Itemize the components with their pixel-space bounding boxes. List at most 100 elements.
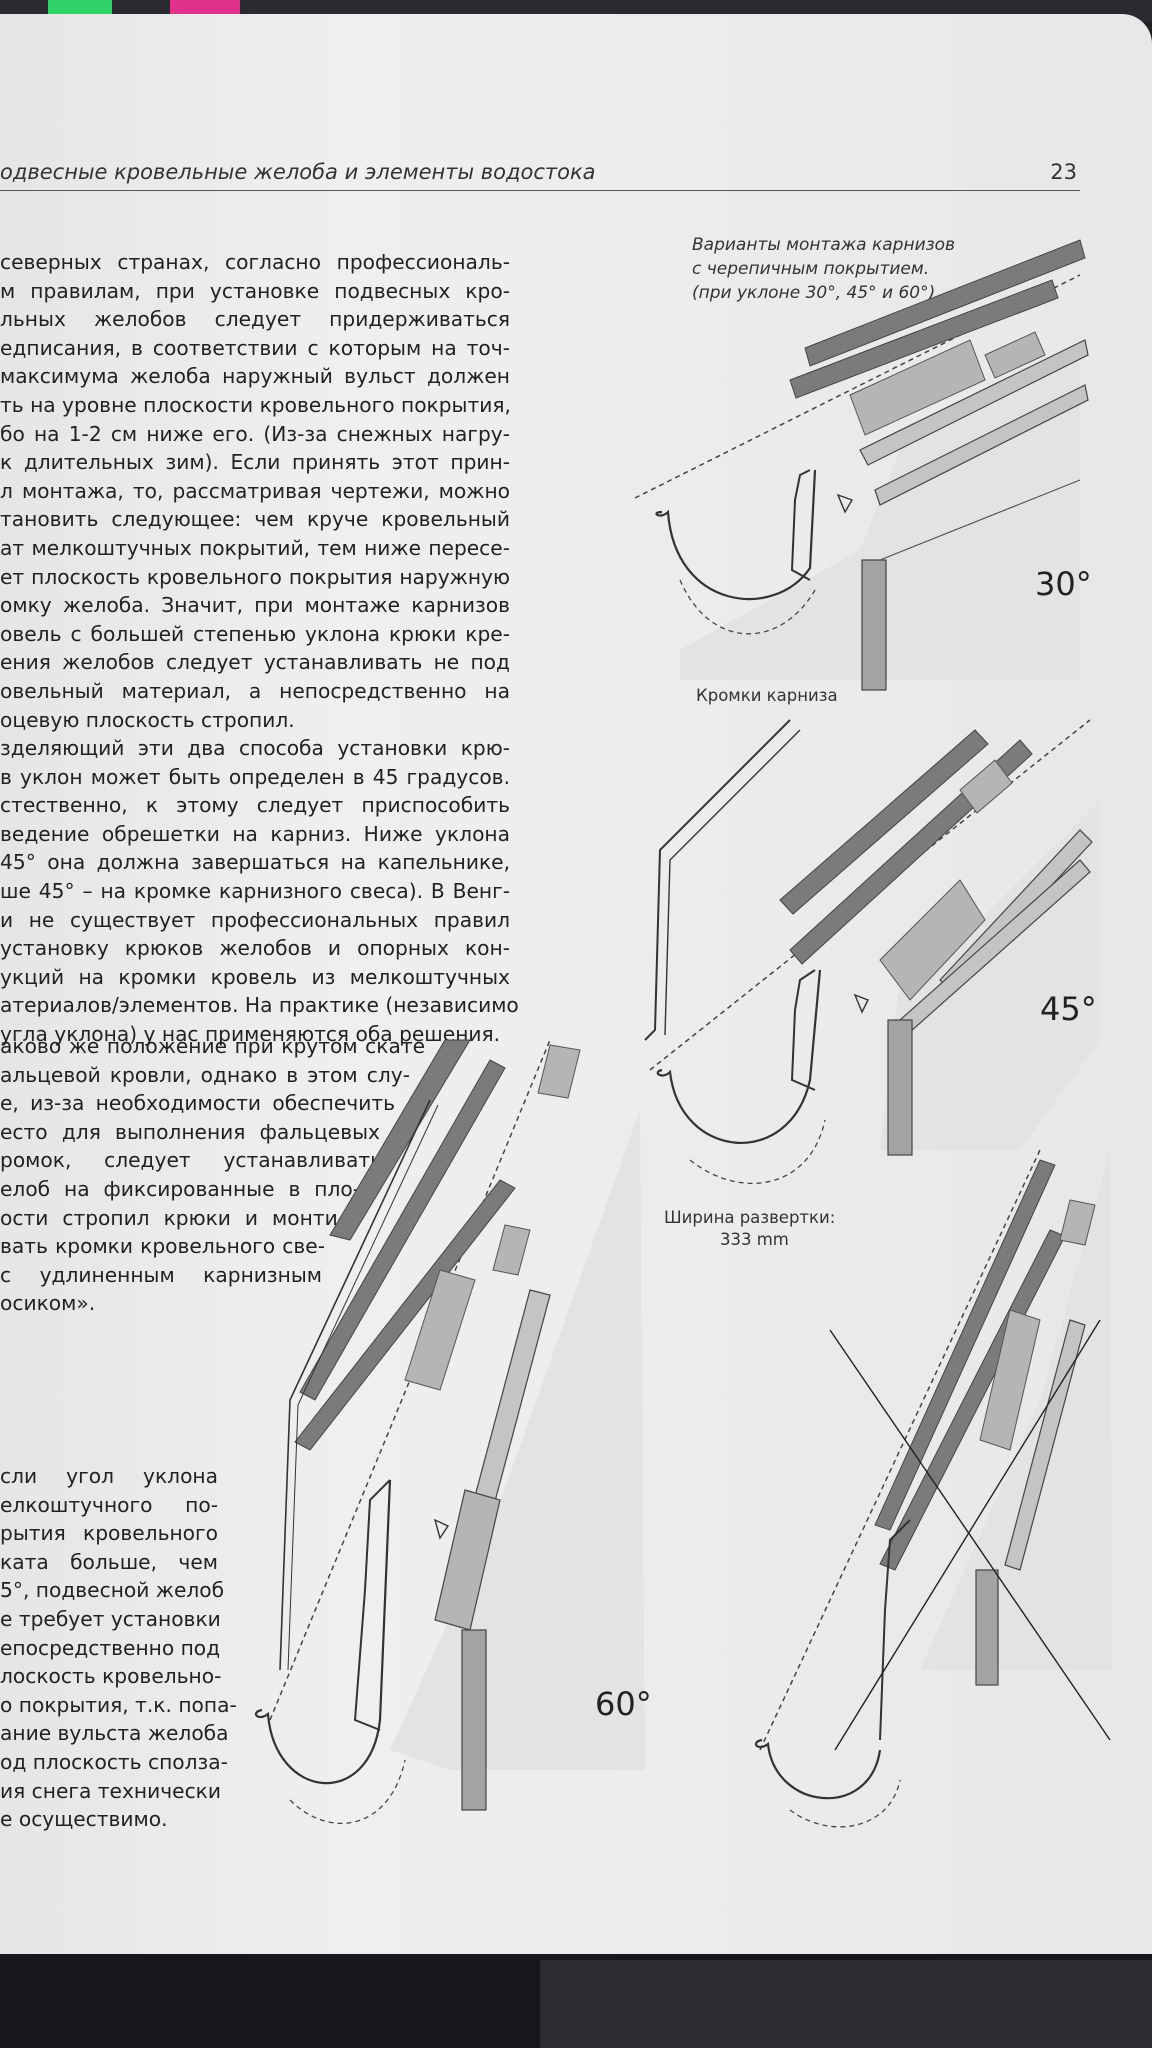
text-line: максимума желоба наружный вульст должен: [0, 364, 510, 389]
text-line: ет плоскость кровельного покрытия наружн…: [0, 564, 510, 589]
tile-dark: [294, 1179, 516, 1451]
tile-light: [492, 1224, 531, 1276]
gutter-hook: [790, 969, 816, 1091]
text-line: ката больше, чем: [0, 1549, 218, 1574]
tile-dark: [789, 279, 1059, 399]
text-line: епосредственно под: [0, 1635, 221, 1660]
body-text-block-1: северных странах, согласно профессиональ…: [0, 248, 519, 1049]
text-line: стественно, к этому следует приспособить: [0, 793, 510, 818]
text-line: установку крюков желобов и опорных кон-: [0, 936, 510, 961]
running-header: одвесные кровельные желоба и элементы во…: [0, 160, 596, 184]
tile-light: [879, 879, 986, 1001]
arrow-marker: [433, 1518, 450, 1540]
gutter-profile-dashed: [689, 1119, 826, 1185]
fascia-board: [887, 1019, 913, 1156]
text-line: ть на уровне плоскости кровельного покры…: [0, 392, 511, 417]
eaves-edge-line: [664, 729, 801, 1036]
text-line: угла уклона) у нас применяются оба решен…: [0, 1022, 501, 1047]
text-line: елкоштучного по-: [0, 1492, 218, 1517]
batten-strip: [874, 384, 1089, 506]
gutter-profile: [656, 969, 822, 1144]
text-line: ведение обрешетки на карниз. Ниже уклона: [0, 821, 510, 846]
text-line: вать кромки кровельного све-: [0, 1234, 325, 1259]
text-line: аково же положение при крутом скате: [0, 1034, 425, 1058]
tile-light: [959, 759, 1013, 814]
tile-light: [849, 339, 986, 436]
text-line: в уклон может быть определен в 45 градус…: [0, 764, 510, 789]
eaves-extension: [287, 1104, 439, 1671]
text-line: осиком».: [0, 1291, 96, 1316]
roof-underlay: [390, 1110, 645, 1770]
roof-plane-dashed: [759, 1149, 1041, 1751]
text-line: оцевую плоскость стропил.: [0, 707, 295, 732]
gutter-hook: [879, 1519, 911, 1741]
text-line: е, из-за необходимости обеспечить: [0, 1091, 395, 1116]
arrow-marker: [853, 993, 869, 1014]
text-line: лоскость кровельно-: [0, 1664, 222, 1689]
fascia-board: [461, 1629, 487, 1811]
text-line: к длительных зим). Если принять этот при…: [0, 450, 510, 475]
header-rule: [0, 190, 1080, 191]
angle-label-45: 45°: [1040, 990, 1097, 1028]
fascia-board: [975, 1569, 999, 1686]
diagram-30-degrees: [634, 239, 1089, 691]
tile-dark: [329, 1039, 471, 1241]
text-line: л монтажа, то, рассматривая чертежи, мож…: [0, 478, 510, 503]
cross-line: [829, 1329, 1111, 1741]
gutter-profile: [754, 1738, 882, 1800]
text-line: овель с большей степенью уклона крюки кр…: [0, 621, 510, 646]
text-line: бо на 1-2 см ниже его. (Из-за снежных на…: [0, 421, 510, 446]
caption-line: (при уклоне 30°, 45° и 60°).: [692, 283, 941, 303]
gutter-profile-dashed: [289, 1759, 406, 1824]
page-number: 23: [1050, 160, 1077, 184]
diagram-60-degrees: [254, 1039, 645, 1824]
eaves-edges-label: Кромки карниза: [696, 686, 838, 705]
diagram-45-degrees: [649, 719, 1100, 1185]
text-line: е осуществимо.: [0, 1807, 168, 1832]
tile-light: [1059, 1199, 1096, 1246]
text-line: ание вульста желоба: [0, 1721, 229, 1746]
eaves-edge-strip: [644, 719, 801, 1041]
text-line: е требует установки: [0, 1606, 221, 1631]
drip-flashing: [859, 339, 1089, 466]
text-line: есто для выполнения фальцевых: [0, 1119, 380, 1144]
tile-dark: [779, 729, 989, 915]
text-line: елоб на фиксированные в пло-: [0, 1176, 360, 1201]
tile-light: [404, 1269, 476, 1391]
text-line: едписания, в соответствии с которым на т…: [0, 335, 510, 360]
angle-label-30: 30°: [1035, 565, 1092, 603]
body-text-block-2: аково же положение при крутом скате альце…: [0, 1032, 512, 1318]
background-bottom-right: [540, 1960, 1152, 2048]
cross-line: [834, 1319, 1101, 1751]
angle-label-60: 60°: [595, 1685, 652, 1723]
caption-line: Варианты монтажа карнизов: [692, 235, 956, 255]
text-line: альцевой кровли, однако в этом слу-: [0, 1062, 410, 1087]
tile-light: [979, 1309, 1041, 1451]
figure-caption: Варианты монтажа карнизов с черепичным п…: [692, 233, 1032, 305]
text-line: укций на кромки кровель из мелкоштучных: [0, 964, 510, 989]
text-line: сли угол уклона: [0, 1464, 218, 1488]
caption-line: с черепичным покрытием.: [692, 259, 930, 279]
tile-light: [984, 331, 1046, 379]
eaves-extension: [279, 1099, 431, 1671]
fascia-board: [861, 559, 887, 691]
body-text-block-3: сли угол уклона елкоштучного по-рытия кро…: [0, 1462, 512, 1834]
text-line: атериалов/элементов. На практике (незави…: [0, 993, 519, 1018]
text-line: 45° она должна завершаться на капельнике…: [0, 850, 510, 875]
width-value: 333 mm: [720, 1230, 789, 1249]
text-line: тановить следующее: чем круче кровельный: [0, 507, 510, 532]
gutter-profile-dashed: [789, 1779, 901, 1828]
text-line: льных желобов следует придерживаться: [0, 307, 510, 332]
text-line: ше 45° – на кромке карнизного свеса). В …: [0, 879, 510, 904]
tile-dark: [804, 239, 1086, 367]
gutter-hook: [790, 469, 811, 581]
text-line: рытия кровельного: [0, 1521, 218, 1546]
arrow-marker: [836, 493, 854, 514]
text-line: о покрытия, т.к. попа-: [0, 1692, 237, 1717]
tile-light: [537, 1044, 581, 1099]
text-line: омку желоба. Значит, при монтаже карнизо…: [0, 593, 510, 618]
roof-plane-dashed: [269, 1039, 551, 1721]
text-line: од плоскость сполза-: [0, 1749, 228, 1774]
text-line: ости стропил крюки и монти-: [0, 1205, 345, 1230]
gutter-profile: [655, 469, 817, 600]
